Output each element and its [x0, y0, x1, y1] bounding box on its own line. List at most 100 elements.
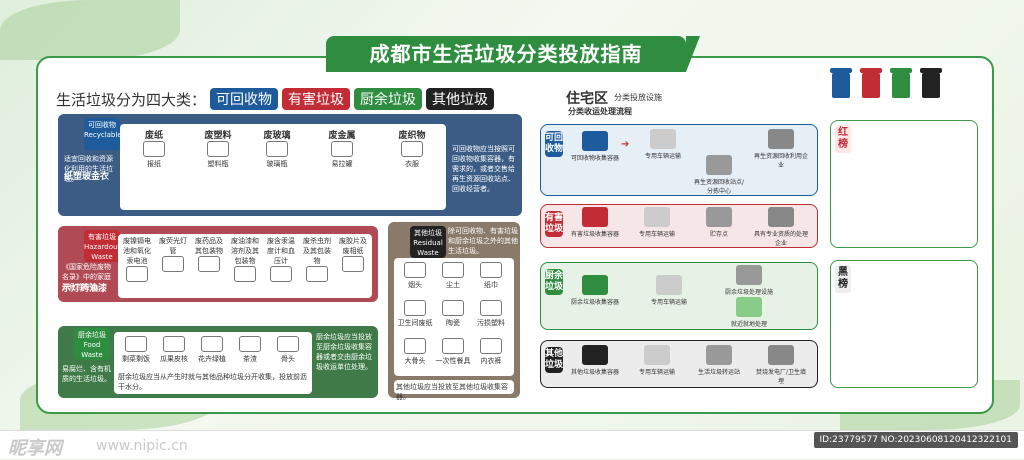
- flow-label: 有害垃圾: [545, 211, 563, 237]
- kitchen-desc: 易腐烂、含有机质的生活垃圾。: [62, 365, 111, 383]
- black-list-label: 黑榜: [835, 265, 851, 293]
- bin-row: [830, 68, 942, 98]
- factory-icon: [768, 207, 794, 227]
- other-desc: 除可回收物、有害垃圾和厨余垃圾之外的其他生活垃圾。: [448, 227, 518, 255]
- hazardous-item: 废药品及其包装物: [195, 237, 223, 255]
- power-plant-icon: [768, 345, 794, 365]
- red-list-label: 红榜: [835, 125, 851, 153]
- underwear-icon: [480, 338, 502, 354]
- fruit-peel-icon: [163, 336, 185, 352]
- bin-icon: [582, 207, 608, 227]
- group-glass: 废玻璃: [263, 131, 291, 141]
- kitchen-item: 瓜果皮核: [160, 355, 188, 363]
- flow-step: 再生资源回收利用企业: [753, 153, 808, 169]
- heading-prefix: 生活垃圾分为四大类：: [56, 90, 207, 109]
- kitchen-item: 骨头: [281, 355, 295, 363]
- kitchen-note: 厨余垃圾应当从产生时就与其他品种垃圾分开收集，投放前沥干水分。: [118, 373, 307, 391]
- hazardous-item: 废镍镉电池和氧化汞电池: [123, 237, 151, 265]
- other-note: 其他垃圾应当投放至其他垃圾收集容器。: [394, 380, 514, 401]
- flow-label: 其他垃圾: [545, 347, 563, 373]
- battery-icon: [126, 266, 148, 282]
- bone-icon: [277, 336, 299, 352]
- residential-sub1: 分类投放设施: [614, 93, 662, 102]
- flow-step: 专用车辆运输: [650, 299, 687, 306]
- truck-icon: [656, 275, 682, 295]
- flow-step: 厨余垃圾收集容器: [570, 299, 619, 306]
- recyclable-badge: 可回收物 Recyclable: [84, 118, 122, 150]
- truck-icon: [644, 207, 670, 227]
- other-item: 尘土: [446, 281, 460, 289]
- other-item: 陶瓷: [446, 319, 460, 327]
- big-bone-icon: [404, 338, 426, 354]
- flow-hazardous: 有害垃圾 有害垃圾收集容器 专用车辆运输 贮存点 具有专业资质的处理企业: [540, 204, 818, 248]
- plant-icon: [768, 129, 794, 149]
- chip-hazardous: 有害垃圾: [282, 88, 351, 110]
- chip-other: 其他垃圾: [426, 88, 495, 110]
- arrow-icon: ➔: [621, 139, 630, 150]
- flow-step: 专用车辆运输: [638, 231, 675, 238]
- hazardous-slogan: 示灯药油漆: [62, 284, 108, 294]
- other-bin-icon: [920, 68, 942, 98]
- other-item: 大骨头: [404, 357, 426, 365]
- other-item: 内衣裤: [480, 357, 502, 365]
- red-list-board: 红榜: [830, 120, 978, 248]
- medicine-icon: [198, 256, 220, 272]
- flow-step: 厨余垃圾处理设施: [724, 289, 773, 296]
- other-section: 其他垃圾 Residual Waste 除可回收物、有害垃圾和厨余垃圾之外的其他…: [388, 222, 520, 401]
- hazardous-desc: 《国家危险废物名录》中的家庭源危险废物。: [62, 263, 111, 291]
- group-plastic: 废塑料: [204, 131, 232, 141]
- cigarette-icon: [404, 262, 426, 278]
- other-item: 烟头: [408, 281, 422, 289]
- tea-icon: [239, 336, 261, 352]
- flow-step: 其他垃圾收集容器: [570, 369, 619, 376]
- glass-bottle-icon: [266, 141, 288, 157]
- other-item: 卫生间废纸: [397, 319, 433, 327]
- hazardous-bin-icon: [860, 68, 882, 98]
- truck-icon: [650, 129, 676, 149]
- item-label: 玻璃瓶: [266, 160, 288, 168]
- group-textile: 废织物: [398, 131, 426, 141]
- film-icon: [342, 256, 364, 272]
- bin-icon: [582, 275, 608, 295]
- other-item: 纸巾: [484, 281, 498, 289]
- leaf-decoration: [0, 0, 180, 60]
- flow-step: 生活垃圾转运站: [697, 369, 740, 376]
- rice-icon: [125, 336, 147, 352]
- group-paper: 废纸: [144, 131, 163, 141]
- dust-icon: [442, 262, 464, 278]
- paint-icon: [234, 266, 256, 282]
- kitchen-item: 茶渣: [243, 355, 257, 363]
- recyclable-bin-icon: [830, 68, 852, 98]
- paper-icon: [143, 141, 165, 157]
- bin-icon: [582, 131, 608, 151]
- bin-icon: [582, 345, 608, 365]
- house-icon: [736, 297, 762, 317]
- chip-recyclable: 可回收物: [210, 88, 279, 110]
- kitchen-badge: 厨余垃圾 Food Waste: [74, 328, 110, 360]
- flow-kitchen: 厨余垃圾 厨余垃圾收集容器 专用车辆运输 厨余垃圾处理设施 就近就地处理: [540, 262, 818, 330]
- other-items: 烟头 尘土 纸巾 卫生间废纸 陶瓷 污损塑料 大骨头 一次性餐具 内衣裤: [394, 258, 514, 376]
- clothes-icon: [401, 141, 423, 157]
- watermark-logo: 昵享网: [8, 438, 62, 459]
- kitchen-item: 剩菜剩饭: [122, 355, 150, 363]
- recyclable-section: 可回收物 Recyclable 适宜回收和资源化利用的生活垃圾。 纸塑玻金衣 废…: [58, 114, 522, 216]
- hazardous-badge: 有害垃圾 Hazardous Waste: [84, 230, 121, 262]
- factory-icon: [706, 155, 732, 175]
- flow-label: 可回收物: [545, 131, 563, 157]
- thermometer-icon: [270, 266, 292, 282]
- black-list-board: 黑榜: [830, 260, 978, 388]
- item-label: 易拉罐: [331, 160, 353, 168]
- flow-step: 焚烧发电厂/卫生填埋: [755, 369, 807, 385]
- group-metal: 废金属: [328, 131, 356, 141]
- image-id-tag: ID:23779577 NO:20230608120412322101: [813, 432, 1018, 448]
- kitchen-section: 厨余垃圾 Food Waste 易腐烂、含有机质的生活垃圾。 剩菜剩饭 瓜果皮核…: [58, 326, 378, 398]
- kitchen-note2: 厨余垃圾应当投放至厨余垃圾收集容器或者交由厨余垃圾收运单位处理。: [316, 333, 372, 371]
- hazardous-section: 有害垃圾 Hazardous Waste 《国家危险废物名录》中的家庭源危险废物…: [58, 226, 378, 302]
- other-badge: 其他垃圾 Residual Waste: [410, 226, 446, 258]
- hazardous-items: 废镍镉电池和氧化汞电池 废荧光灯管 废药品及其包装物 废油漆和溶剂及其包装物 废…: [118, 234, 372, 298]
- residential-title: 住宅区: [566, 91, 608, 107]
- flow-recyclable: 可回收物 可回收物收集容器 ➔ 专用车辆运输 再生资源回收站点/分拣中心 再生资…: [540, 124, 818, 196]
- storage-icon: [706, 207, 732, 227]
- transfer-station-icon: [706, 345, 732, 365]
- item-label: 塑料瓶: [207, 160, 229, 168]
